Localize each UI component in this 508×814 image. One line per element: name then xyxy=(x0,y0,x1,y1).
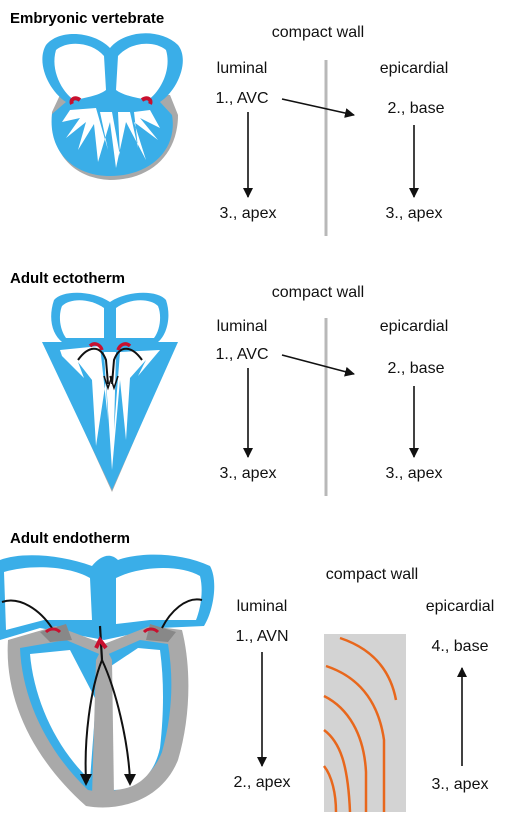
apex-luminal-label: 3., apex xyxy=(220,465,277,483)
epicardial-apex-label: 3., apex xyxy=(432,776,489,794)
avc-label: 1., AVC xyxy=(215,346,268,364)
compact-wall-fiber-panel xyxy=(324,634,406,812)
luminal-apex-label: 2., apex xyxy=(234,774,291,792)
apex-epicardial-label: 3., apex xyxy=(386,465,443,483)
arrow-avc-to-base xyxy=(282,99,354,115)
compact-wall-label: compact wall xyxy=(272,284,364,302)
luminal-label: luminal xyxy=(217,60,268,78)
base-label: 2., base xyxy=(388,100,445,118)
luminal-label: luminal xyxy=(237,598,288,616)
section-title-endotherm: Adult endotherm xyxy=(10,530,130,547)
avn-label: 1., AVN xyxy=(235,628,288,646)
section-title-ectotherm: Adult ectotherm xyxy=(10,270,125,287)
apex-luminal-label: 3., apex xyxy=(220,205,277,223)
epicardial-label: epicardial xyxy=(426,598,494,616)
avc-label: 1., AVC xyxy=(215,90,268,108)
compact-wall-label: compact wall xyxy=(326,566,418,584)
apex-epicardial-label: 3., apex xyxy=(386,205,443,223)
section-title-embryonic: Embryonic vertebrate xyxy=(10,10,164,27)
base-label: 2., base xyxy=(388,360,445,378)
compact-wall-label: compact wall xyxy=(272,24,364,42)
epicardial-label: epicardial xyxy=(380,318,448,336)
epicardial-base-label: 4., base xyxy=(432,638,489,656)
luminal-label: luminal xyxy=(217,318,268,336)
epicardial-label: epicardial xyxy=(380,60,448,78)
arrow-avc-to-base xyxy=(282,355,354,374)
